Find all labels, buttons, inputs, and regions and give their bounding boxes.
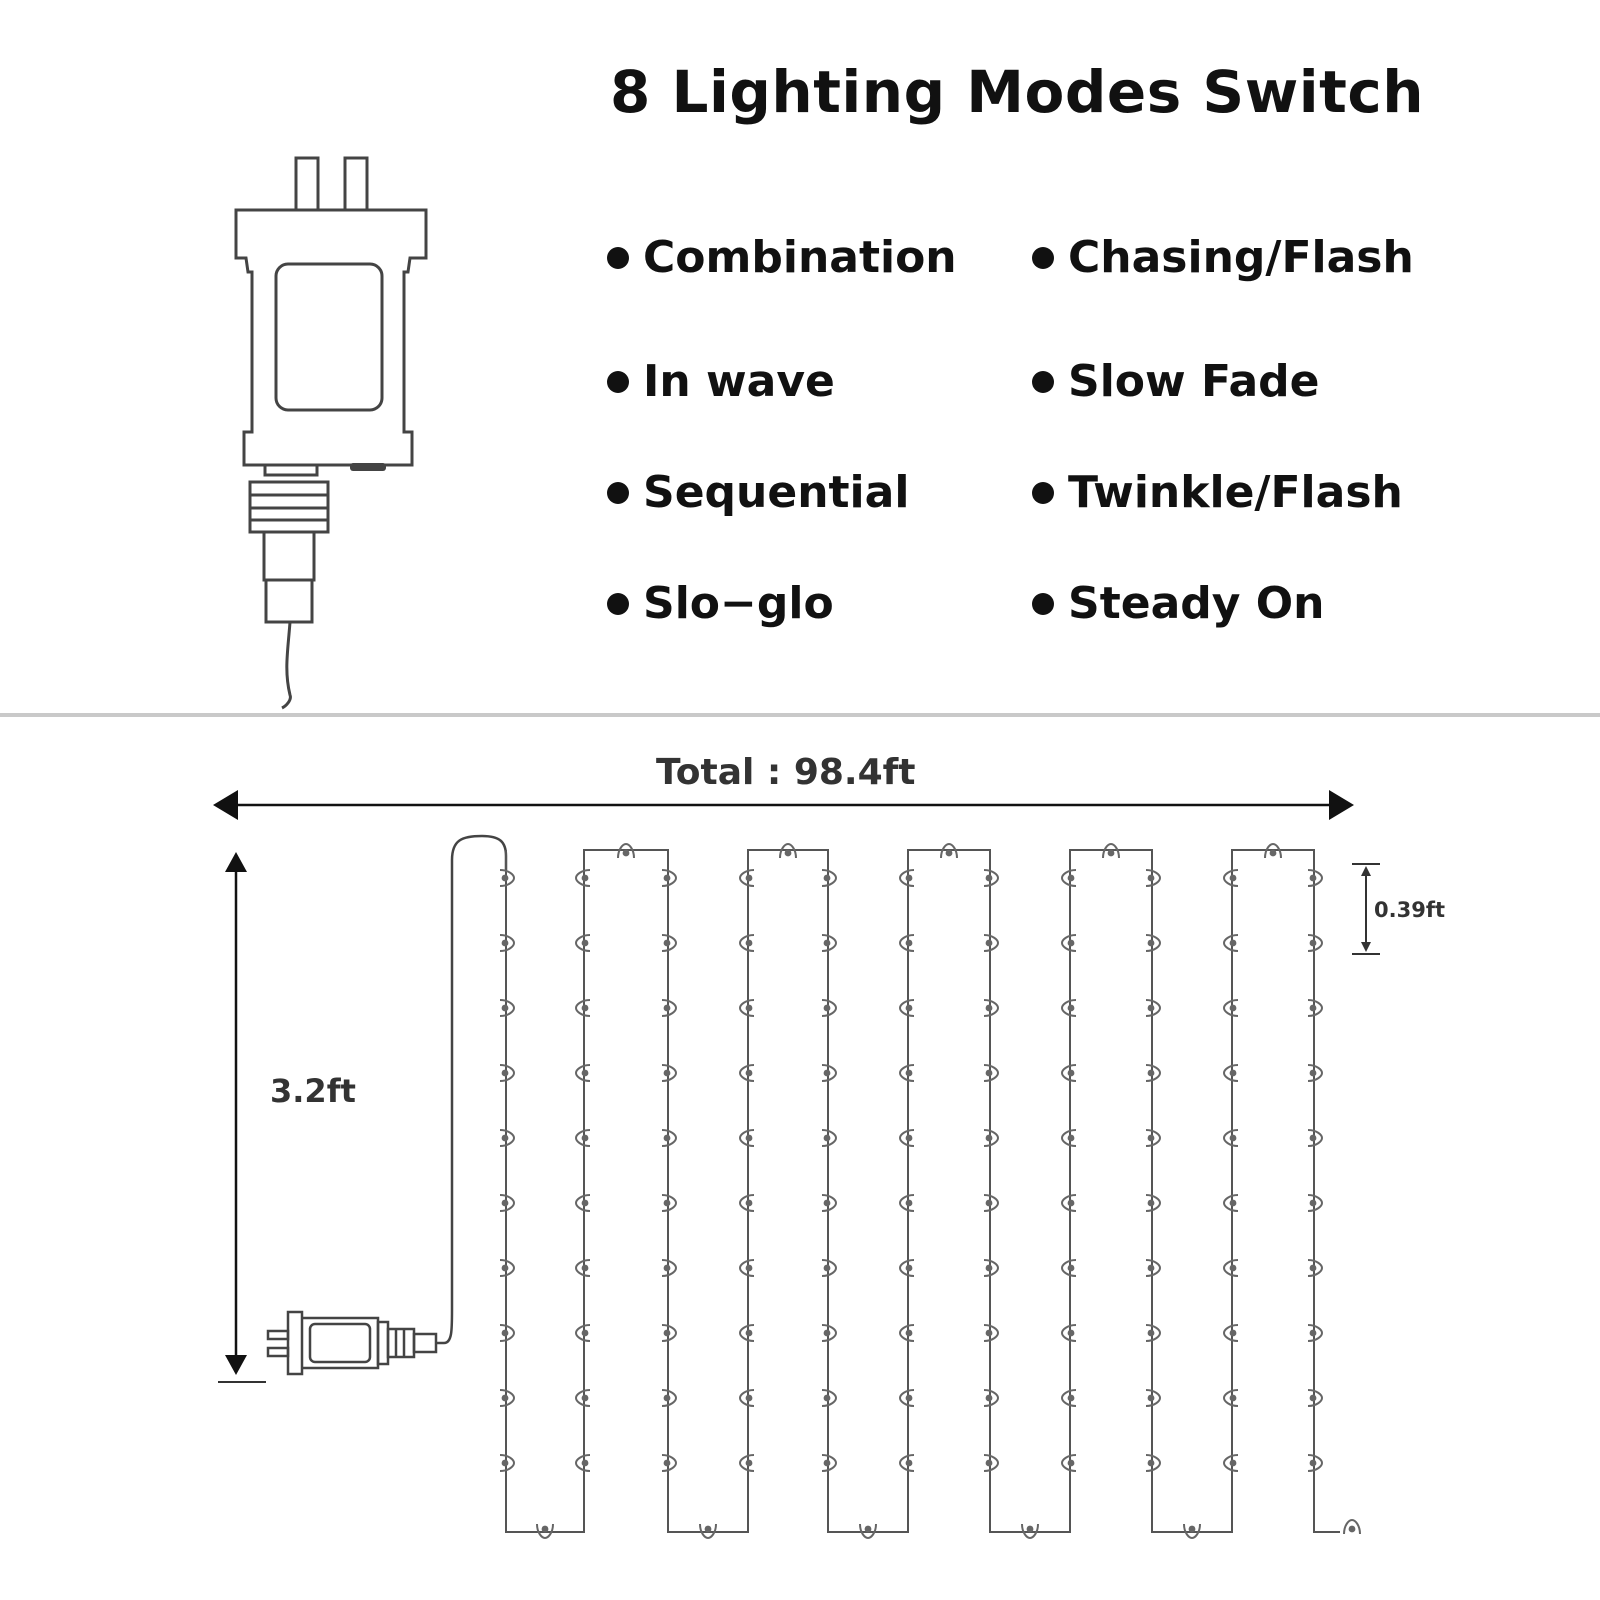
mode-label: Chasing/Flash <box>1068 232 1414 283</box>
bullet-icon <box>1032 592 1054 615</box>
mode-item-combination: Combination <box>607 232 957 283</box>
mode-item-steady-on: Steady On <box>1032 578 1324 629</box>
bullet-icon <box>607 370 629 393</box>
section-divider <box>0 713 1600 717</box>
led-string-icon <box>499 843 1361 1539</box>
mode-item-in-wave: In wave <box>607 356 835 407</box>
bulb-spacing-label: 0.39ft <box>1374 898 1445 922</box>
mode-item-twinkle-flash: Twinkle/Flash <box>1032 467 1403 518</box>
mode-label: Slow Fade <box>1068 356 1320 407</box>
total-length-label: Total : 98.4ft <box>656 752 916 793</box>
mode-item-chasing-flash: Chasing/Flash <box>1032 232 1414 283</box>
bullet-icon <box>607 481 629 504</box>
mode-item-slo-glo: Slo−glo <box>607 578 834 629</box>
led-bulb <box>1343 1519 1361 1535</box>
page-title: 8 Lighting Modes Switch <box>610 58 1425 126</box>
mode-label: Twinkle/Flash <box>1068 467 1403 518</box>
height-label: 3.2ft <box>270 1072 356 1110</box>
mode-label: Sequential <box>643 467 910 518</box>
mode-label: In wave <box>643 356 835 407</box>
bullet-icon <box>607 246 629 269</box>
bullet-icon <box>1032 481 1054 504</box>
mode-item-sequential: Sequential <box>607 467 909 518</box>
height-arrow <box>218 852 266 1383</box>
led-wire <box>505 849 1340 1533</box>
bullet-icon <box>607 592 629 615</box>
mode-label: Steady On <box>1068 578 1325 629</box>
mode-label: Combination <box>643 232 957 283</box>
bulb-spacing-arrow <box>1352 863 1380 955</box>
bullet-icon <box>1032 246 1054 269</box>
small-plug-adapter-icon <box>266 834 508 1376</box>
mode-label: Slo−glo <box>643 578 834 629</box>
mode-item-slow-fade: Slow Fade <box>1032 356 1319 407</box>
bullet-icon <box>1032 370 1054 393</box>
total-length-arrow <box>213 790 1354 820</box>
